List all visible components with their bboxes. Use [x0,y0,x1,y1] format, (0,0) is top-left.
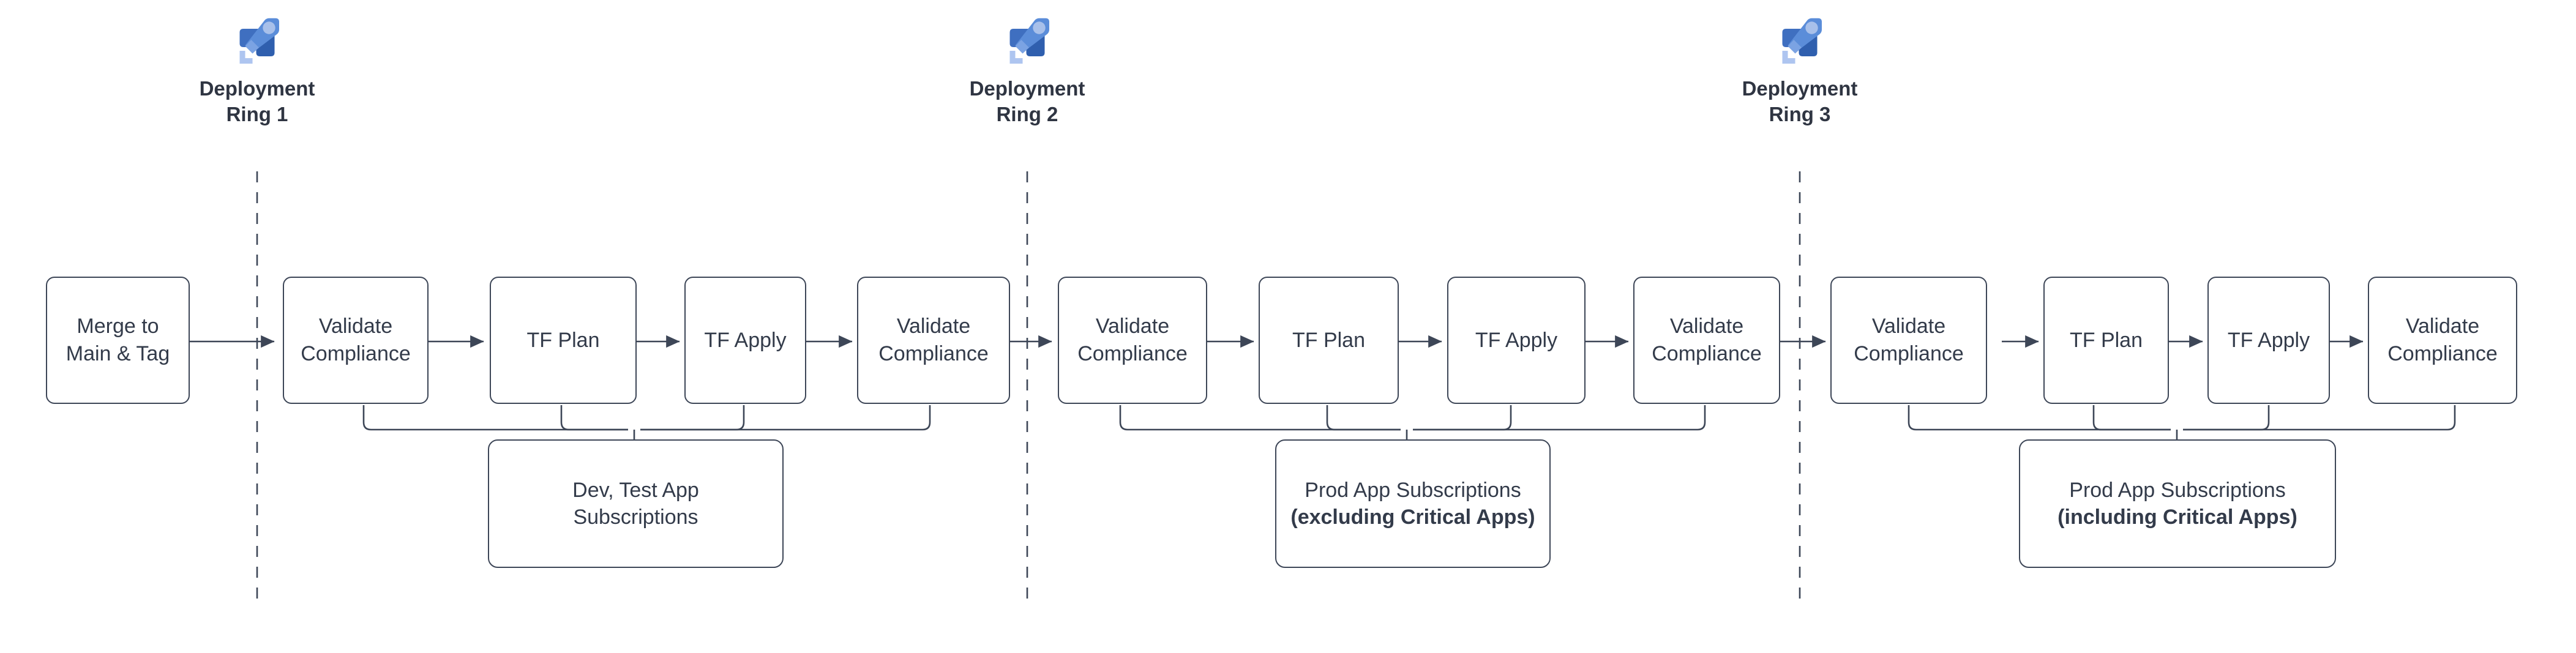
scope-box-ring-3[interactable]: Prod App Subscriptions (including Critic… [2019,439,2336,568]
scope-line-1: Dev, Test App [572,478,699,502]
scope-box-ring-1[interactable]: Dev, Test App Subscriptions [488,439,784,568]
scope-line-2: (including Critical Apps) [2057,506,2297,529]
rocket-icon [1009,18,1049,64]
scope-line-1: Prod App Subscriptions [2069,478,2286,502]
rocket-icon [1782,18,1822,64]
rocket-icon [239,18,279,64]
node-label: TF Apply [2227,328,2310,352]
node-ring3-tf-apply[interactable]: TF Apply [2207,277,2330,404]
group-bracket-ring-3 [1908,405,2456,439]
node-label: TF Plan [1292,328,1366,352]
scope-line-2: Subscriptions [573,506,698,529]
node-ring1-tf-apply[interactable]: TF Apply [684,277,806,404]
scope-box-ring-2[interactable]: Prod App Subscriptions (excluding Critic… [1275,439,1551,568]
node-ring2-tf-plan[interactable]: TF Plan [1259,277,1399,404]
scope-line-1: Prod App Subscriptions [1305,478,1521,502]
node-label: TF Apply [704,328,787,352]
node-ring1-tf-plan[interactable]: TF Plan [490,277,637,404]
group-bracket-ring-1 [362,405,931,439]
group-bracket-ring-2 [1119,405,1706,439]
node-label: TF Plan [526,328,600,352]
node-ring3-tf-plan[interactable]: TF Plan [2043,277,2169,404]
node-label: TF Apply [1475,328,1558,352]
node-label: TF Plan [2069,328,2143,352]
node-ring2-tf-apply[interactable]: TF Apply [1447,277,1586,404]
scope-line-2: (excluding Critical Apps) [1290,506,1535,529]
